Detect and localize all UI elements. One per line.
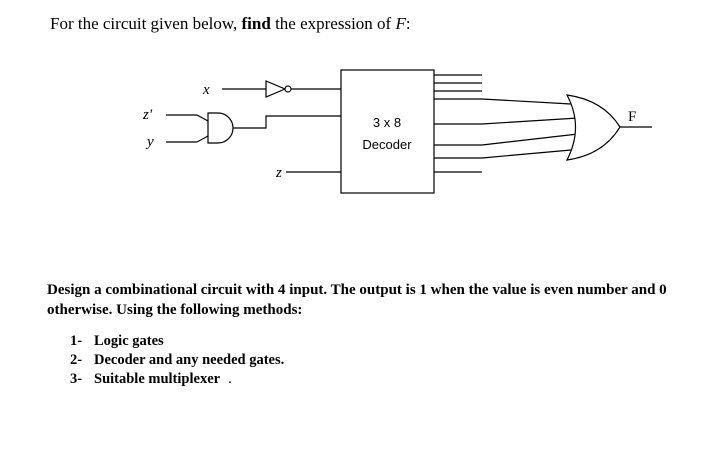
list-item-number: 3- (70, 371, 83, 387)
wire-and-out (233, 115, 341, 129)
decoder-name-label: Decoder (362, 137, 412, 152)
question-1-prompt: For the circuit given below, find the ex… (50, 14, 411, 34)
question-1-var: F (395, 14, 406, 33)
wire-and-in-bot (196, 135, 209, 143)
question-1-suffix: : (405, 14, 411, 33)
list-item-number: 2- (70, 352, 83, 368)
not-gate (265, 80, 287, 98)
label-x: x (202, 82, 210, 98)
list-item-label: Logic gates (94, 333, 164, 349)
list-item: 3- Suitable multiplexer . (70, 370, 284, 389)
circuit-diagram: x z' y z 3 x 8 Decoder F (142, 69, 652, 194)
and-gate (207, 112, 234, 144)
list-item-trailing-period: . (228, 371, 232, 387)
or-gate (565, 94, 621, 161)
question-1-middle: the expression of (270, 14, 396, 33)
label-z: z (275, 165, 282, 181)
question-1-bold-word: find (241, 14, 271, 33)
list-item-number: 1- (70, 333, 83, 349)
question-1-prefix: For the circuit given below, (50, 14, 242, 33)
output-label-F: F (628, 109, 636, 125)
label-z-prime: z' (142, 107, 153, 123)
wire-and-in-top (196, 114, 209, 122)
label-y: y (145, 134, 154, 150)
list-item-label: Suitable multiplexer (94, 371, 221, 387)
list-item-label: Decoder and any needed gates. (94, 352, 285, 368)
not-gate-bubble (284, 85, 292, 93)
methods-list: 1- Logic gates 2- Decoder and any needed… (70, 332, 284, 389)
list-item: 1- Logic gates (70, 332, 284, 351)
question-2-prompt: Design a combinational circuit with 4 in… (47, 282, 667, 318)
decoder-box (340, 69, 435, 194)
list-item: 2- Decoder and any needed gates. (70, 351, 284, 370)
decoder-size-label: 3 x 8 (373, 115, 401, 130)
